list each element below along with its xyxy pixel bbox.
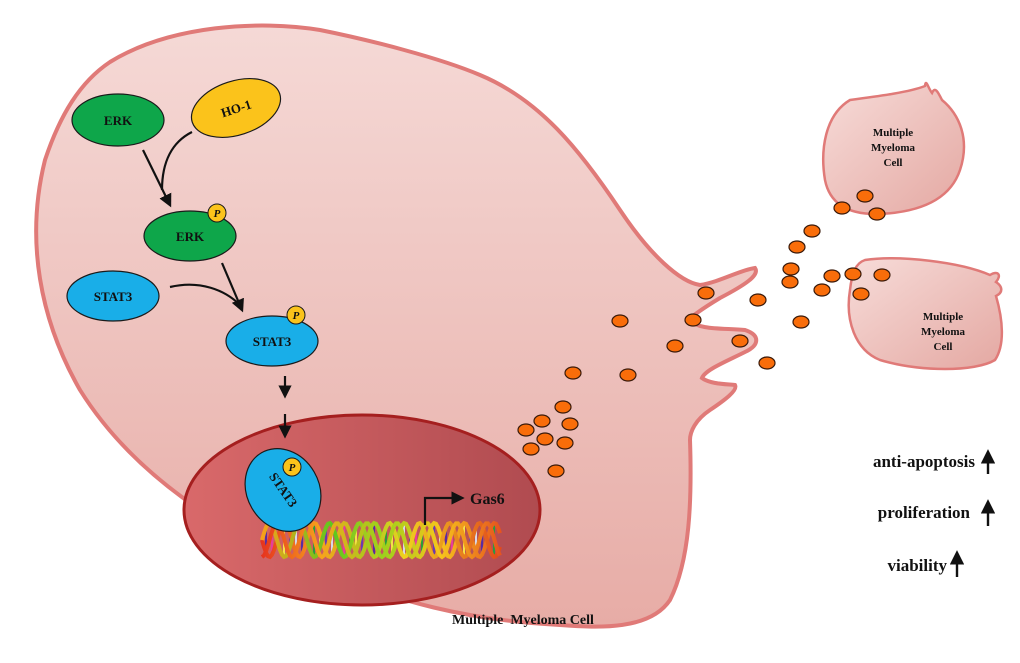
erk-to-perk-arrow [142,149,172,208]
phosphate-badge [286,305,306,325]
gas6-protein-dot [781,275,799,289]
gas6-protein-dot [788,240,806,254]
nuclear-phospho-stat3: STAT3 P [244,448,322,532]
target-cell-1-membrane [822,81,966,216]
effect-viability: viability [887,550,965,577]
erk-label: ERK [104,113,133,128]
gas6-protein-dot [823,269,841,283]
main-cell-label: Multiple Myeloma Cell [452,613,594,628]
svg-text:P: P [289,462,296,474]
phospho-erk-node: ERK P [143,203,237,262]
target-cell-1-label-line2: Myeloma [871,142,915,154]
stat3-activation-arc [169,283,241,306]
ho1-node: HO-1 [190,78,282,138]
gas6-protein-dot [684,313,702,327]
dna-strand [260,521,502,560]
nucleus [182,413,542,607]
dna-helix [260,520,502,560]
gas6-protein-dot [536,432,554,446]
erk-node: ERK [71,93,165,147]
gas6-protein-dot [813,283,831,297]
target-cell-1-label-line3: Cell [884,157,903,169]
gas6-protein-dot [856,189,874,203]
gas6-label: Gas6 [470,491,505,508]
gas6-protein-dot [666,339,684,353]
gas6-protein-dot [868,207,886,221]
gas6-protein-dot [547,464,565,478]
gas6-protein-dot [697,286,715,300]
svg-text:P: P [214,208,221,220]
gas6-protein-dot [873,268,891,282]
gas6-protein-dot [522,442,540,456]
gas6-protein-dot [561,417,579,431]
phosphate-badge [207,203,227,223]
gas6-protein-dot [517,423,535,437]
perk-to-pstat3-arrow [220,262,244,313]
perk-label: ERK [176,229,205,244]
target-cell-1-label-line1: Multiple [873,127,913,139]
stat3-label: STAT3 [94,289,133,304]
gas6-protein-dot [556,436,574,450]
secreted-gas6-proteins [517,189,891,478]
transcription-arrow [423,491,465,525]
target-cell-2-label-line1: Multiple [923,311,963,323]
gas6-protein-dot [803,224,821,238]
effect-proliferation: proliferation [878,499,996,526]
gas6-protein-dot [782,262,800,276]
gas6-protein-dot [844,267,862,281]
pstat3-label: STAT3 [253,334,292,349]
svg-text:P: P [293,310,300,322]
effect-label: proliferation [878,503,971,522]
effect-label: anti-apoptosis [873,452,975,471]
gas6-protein-dot [749,293,767,307]
stat3-node: STAT3 [66,270,160,322]
target-cell-2-label-line2: Myeloma [921,326,965,338]
gas6-protein-dot [833,201,851,215]
gas6-protein-dot [611,314,629,328]
gas6-protein-dot [619,368,637,382]
gas6-protein-dot [758,356,776,370]
target-cell-2-label-line3: Cell [934,341,953,353]
ho1-activation-arc [160,131,193,191]
gas6-protein-dot [852,287,870,301]
phospho-stat3-node: STAT3 P [225,305,319,367]
gas6-protein-dot [792,315,810,329]
phosphate-badge [282,457,302,477]
target-cell-2-membrane [847,257,1004,371]
effect-label: viability [887,556,947,575]
gas6-protein-dot [731,334,749,348]
gas6-protein-dot [564,366,582,380]
gas6-protein-dot [554,400,572,414]
effect-anti-apoptosis: anti-apoptosis [873,449,996,474]
gas6-protein-dot [533,414,551,428]
